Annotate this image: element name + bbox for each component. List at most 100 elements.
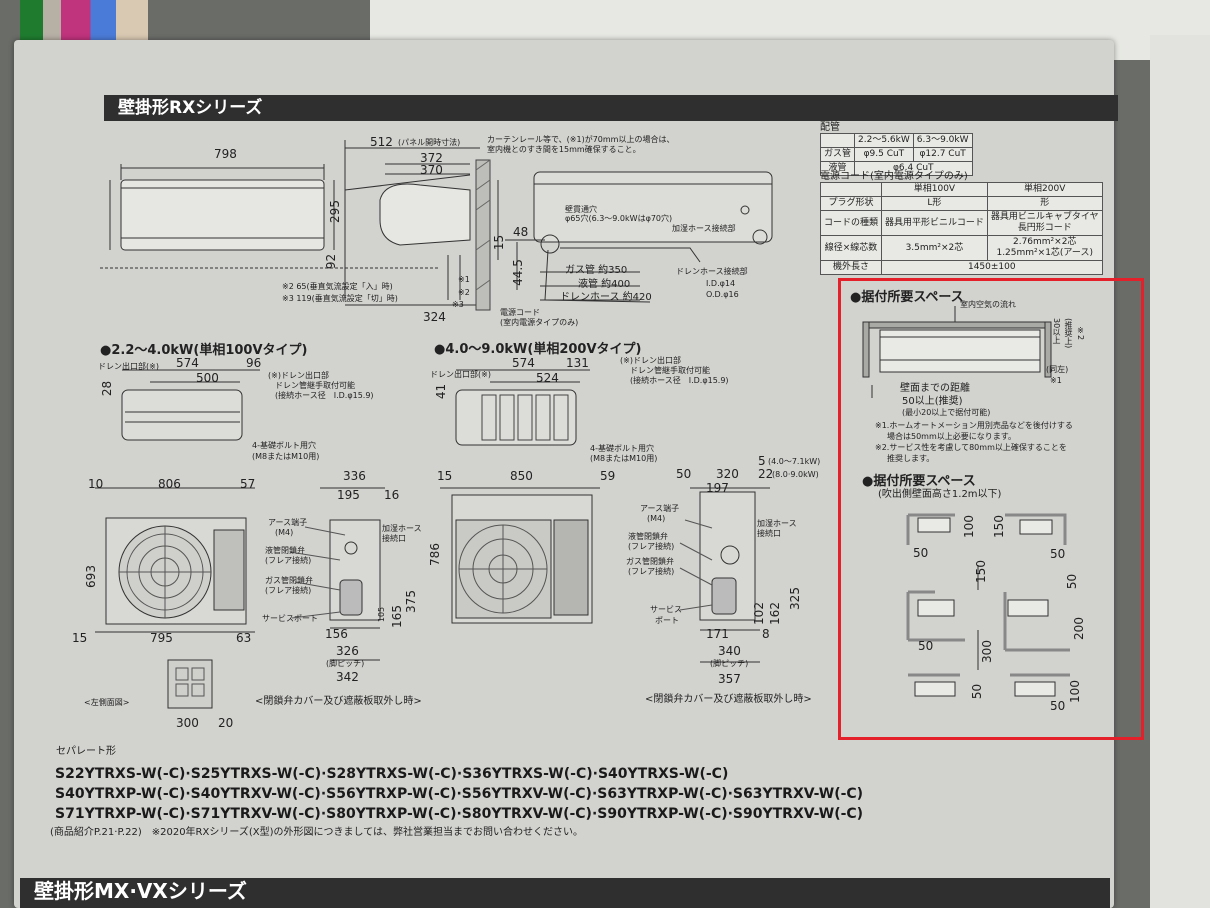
cord-gauge-200-b: 1.25mm²×1芯(アース) <box>996 248 1093 258</box>
drain-outlet-200: ドレン出口部(※) <box>430 370 491 379</box>
liquid-valve-200-sub: (フレア接続) <box>628 542 675 551</box>
cover-removed-200: <閉鎖弁カバー及び遮蔽板取外し時> <box>645 694 812 705</box>
wall-hole-spec: φ65穴(6.3〜9.0kWはφ70穴) <box>565 214 673 223</box>
dim-806: 806 <box>158 477 181 491</box>
install-space-title-1: ●据付所要スペース <box>850 290 964 305</box>
cord-length-label: 機外長さ <box>819 260 883 275</box>
earth-terminal-100-sub: (M4) <box>275 528 294 537</box>
drain-port-label: ドレンホース接続部 <box>676 267 748 276</box>
dim-5-sub: (4.0〜7.1kW) <box>768 457 821 466</box>
mark-1: ※1 <box>458 275 470 284</box>
bolt-hole-200-sub: (M8またはM10用) <box>590 454 658 463</box>
install-note-2a: ※2.サービス性を考慮して80mm以上確保することを <box>875 443 1067 452</box>
dim-41: 41 <box>434 383 449 400</box>
model-list-line-3: S71YTRXP-W(-C)·S71YTRXV-W(-C)·S80YTRXP-W… <box>55 806 864 822</box>
drain-note-200-3: (接続ホース径 I.D.φ15.9) <box>630 376 729 385</box>
pipe-header-1: 2.2〜5.6kW <box>854 133 914 148</box>
humid-hose-200-sub: 接続口 <box>757 529 781 538</box>
leg-pitch-100: (脚ピッチ) <box>326 659 365 668</box>
drain-outlet-100: ドレン出口部(※) <box>98 362 159 371</box>
binder-tabs <box>20 0 148 44</box>
mark-2-inst: ※2 <box>1076 326 1085 341</box>
install-note-1a: ※1.ホームオートメーション用別売品などを後付けする <box>875 421 1073 430</box>
dim-372: 372 <box>420 151 443 165</box>
model-list-line-2: S40YTRXP-W(-C)·S40YTRXV-W(-C)·S56YTRXP-W… <box>55 786 864 802</box>
gas-valve-100-sub: (フレア接続) <box>265 586 312 595</box>
service-port-100: サービスポート <box>262 614 318 623</box>
cord-type-200-a: 器具用ビニルキャブタイヤ <box>990 212 1099 222</box>
wall-hole-label: 壁貫通穴 <box>565 205 597 214</box>
dim-300: 300 <box>176 716 199 730</box>
pipe-table-title: 配管 <box>820 122 840 133</box>
section-100v-title: ●2.2〜4.0kW(単相100Vタイプ) <box>100 343 308 358</box>
pipe-gas-large: φ12.7 CuT <box>912 147 973 162</box>
bolt-hole-200: 4-基礎ボルト用穴 <box>590 444 654 453</box>
dim-850: 850 <box>510 469 533 483</box>
space-b-50: 50 <box>1050 547 1066 561</box>
service-port-200: サービス <box>650 605 682 614</box>
dim-20: 20 <box>218 716 234 730</box>
space-a-50: 50 <box>913 546 929 560</box>
same-as-left: (同左) <box>1046 365 1069 374</box>
installation-space-diagrams <box>906 513 1070 697</box>
note-2: ※2 65(垂直気流設定「入」時) <box>282 282 393 291</box>
dim-165: 165 <box>389 605 404 628</box>
dim-15: 15 <box>492 234 507 251</box>
install-note-2b: 推奨します。 <box>887 454 935 463</box>
dim-795: 795 <box>150 631 173 645</box>
dim-326: 326 <box>336 644 359 658</box>
dim-320: 320 <box>716 467 739 481</box>
drain-note-200-2: ドレン管継手取付可能 <box>630 366 710 375</box>
cord-gauge-100: 3.5mm²×2芯 <box>881 235 988 261</box>
dim-16: 16 <box>384 488 400 502</box>
outdoor-100v-top <box>121 389 243 441</box>
earth-terminal-200: アース端子 <box>640 504 680 513</box>
dim-574-100: 574 <box>176 356 199 370</box>
dim-171: 171 <box>706 627 729 641</box>
dim-48: 48 <box>513 225 529 239</box>
dim-92: 92 <box>324 253 339 270</box>
pipe-liquid-label: 液管 <box>819 161 856 176</box>
dim-336: 336 <box>343 469 366 483</box>
space-c-150: 150 <box>973 560 988 583</box>
drain-od: O.D.φ16 <box>706 290 739 299</box>
piping-rear-view <box>533 171 773 243</box>
next-page-edge <box>1150 35 1210 908</box>
service-port-200-sub: ポート <box>655 616 679 625</box>
outdoor-left-side <box>167 659 213 709</box>
cord-h2: 単相200V <box>986 182 1103 197</box>
dim-50-200: 50 <box>676 467 692 481</box>
wall-distance-label: 壁面までの距離 <box>900 383 970 394</box>
humid-port-label: 加湿ホース接続部 <box>672 224 736 233</box>
dim-340: 340 <box>718 644 741 658</box>
cord-table-title: 電源コード(室内電源タイプのみ) <box>820 171 968 182</box>
dim-panel-depth: 512 <box>370 135 393 149</box>
drain-note-2: ドレン管継手取付可能 <box>275 381 355 390</box>
liquid-valve-100-sub: (フレア接続) <box>265 556 312 565</box>
space-c-200: 200 <box>1071 617 1086 640</box>
dim-22: 22 <box>758 467 774 481</box>
drain-note-3: (接続ホース径 I.D.φ15.9) <box>275 391 374 400</box>
earth-terminal-100: アース端子 <box>268 518 308 527</box>
dim-105: 105 <box>377 606 387 623</box>
drain-id: I.D.φ14 <box>706 279 736 288</box>
pipe-liquid-size: φ6.4 CuT <box>854 161 973 176</box>
highlight-box <box>838 278 1144 740</box>
dim-28: 28 <box>100 380 115 397</box>
dim-324: 324 <box>423 310 446 324</box>
dim-44-5: 44.5 <box>510 259 525 286</box>
drain-hose-length: ドレンホース 約420 <box>560 292 652 303</box>
outdoor-200v-top <box>455 389 577 446</box>
humid-hose-100: 加湿ホース <box>382 524 422 533</box>
drain-note-200-1: (※)ドレン出口部 <box>620 356 681 365</box>
cord-h1: 単相100V <box>881 182 988 197</box>
dim-102: 102 <box>751 602 766 625</box>
space-e-50: 50 <box>1050 699 1066 713</box>
indoor-unit-front <box>120 179 325 251</box>
section-200v-title: ●4.0〜9.0kW(単相200Vタイプ) <box>434 342 642 357</box>
model-list-line-1: S22YTRXS-W(-C)·S25YTRXS-W(-C)·S28YTRXS-W… <box>55 766 729 782</box>
mark-2: ※2 <box>458 288 470 297</box>
dim-8: 8 <box>762 627 770 641</box>
drain-note-1: (※)ドレン出口部 <box>268 371 329 380</box>
